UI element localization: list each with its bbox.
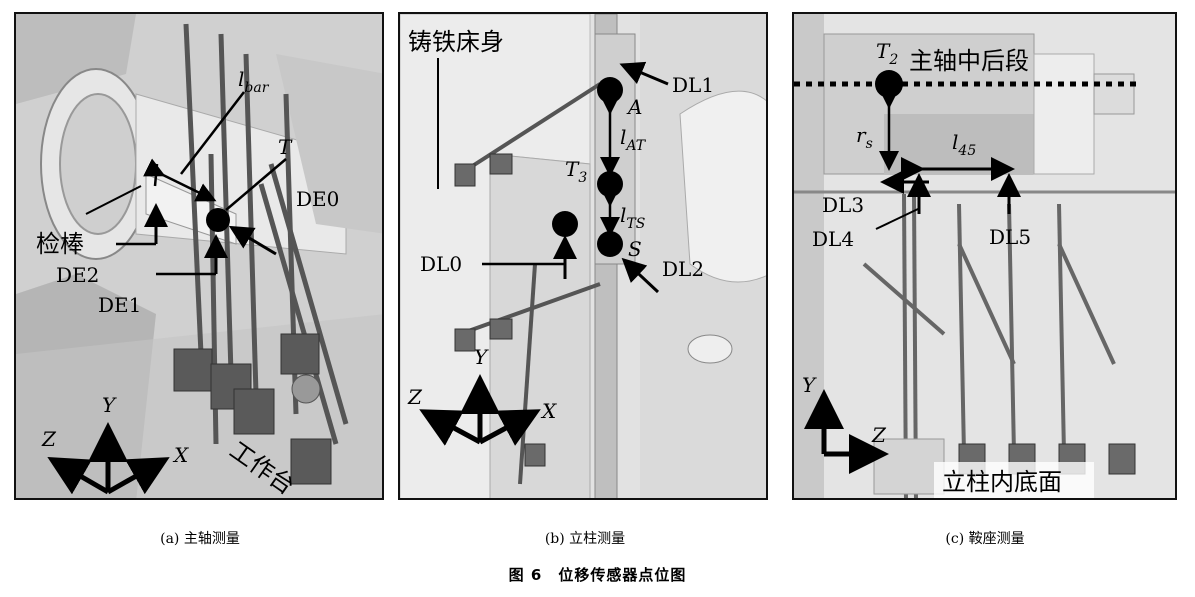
DL1-arrow <box>619 61 669 86</box>
sensor-blocks <box>454 153 546 467</box>
spindle-nose <box>1033 53 1095 175</box>
axis-x-label: X <box>540 399 557 423</box>
axis-z-label: Z <box>871 423 887 447</box>
point-S <box>597 231 623 257</box>
axes-c <box>804 389 889 474</box>
point-T2-label: T2 <box>876 39 898 68</box>
machine-housing-top <box>16 14 136 104</box>
inspection-bar-leader <box>85 185 142 215</box>
panel-column-measurement: 铸铁床身 A DL1 lAT T3 lTS S DL2 DL0 <box>398 12 768 500</box>
point-A-label: A <box>626 95 642 119</box>
axis-y-label: Y <box>474 345 489 369</box>
l-bar-dimension <box>143 158 217 202</box>
DE1-label: DE1 <box>98 293 141 317</box>
point-A <box>597 77 623 103</box>
DL2-label: DL2 <box>662 257 704 281</box>
sensor-DL0-point <box>552 211 578 237</box>
point-T-label: T <box>278 135 293 159</box>
panel-a-illustration: lbar T DE0 DE1 DE2 检棒 工作台 Y Z X <box>16 14 382 498</box>
l-bar-tick <box>153 163 159 187</box>
panel-c-illustration: T2 主轴中后段 rs l45 DL3 DL4 DL5 Y Z 立柱内底面 <box>794 14 1175 498</box>
magnetic-bases <box>173 333 332 485</box>
caption-a: (a) 主轴测量 <box>160 531 240 547</box>
DL1-label: DL1 <box>672 73 714 97</box>
DE0-arrow <box>228 225 277 256</box>
caption-c: (c) 鞍座测量 <box>945 531 1025 547</box>
machine-right <box>276 54 382 234</box>
DE2-label: DE2 <box>56 263 99 287</box>
l45-label: l45 <box>952 130 976 159</box>
column-floor-label-bg <box>934 462 1094 498</box>
DL3-label: DL3 <box>822 193 864 217</box>
DL4-leader <box>875 208 919 230</box>
caption-b: (b) 立柱测量 <box>544 531 626 547</box>
column-wall-left <box>794 14 824 498</box>
point-T <box>206 208 230 232</box>
DL0-label: DL0 <box>420 252 462 276</box>
column-floor-label: 立柱内底面 <box>942 468 1062 496</box>
spindle-head <box>679 90 766 283</box>
panel-b-illustration: 铸铁床身 A DL1 lAT T3 lTS S DL2 DL0 <box>400 14 766 498</box>
spindle-flange-inner <box>59 93 137 235</box>
axes-a <box>47 422 170 495</box>
r-s-label: rs <box>856 123 873 152</box>
spindle-tip <box>1093 73 1135 115</box>
cast-iron-bed-label: 铸铁床身 <box>408 28 504 56</box>
point-T3 <box>597 171 623 197</box>
axis-y-label: Y <box>802 373 817 397</box>
point-T3-label: T3 <box>565 157 587 186</box>
DL5-label: DL5 <box>989 225 1031 249</box>
saddle-block <box>873 438 945 495</box>
panel-saddle-measurement: T2 主轴中后段 rs l45 DL3 DL4 DL5 Y Z 立柱内底面 <box>792 12 1177 500</box>
spindle-rear-label: 主轴中后段 <box>909 47 1029 75</box>
l-TS-label: lTS <box>620 203 645 232</box>
sensor-rods <box>458 82 602 485</box>
point-T2 <box>875 70 903 98</box>
axis-y-label: Y <box>102 393 117 417</box>
axes-b <box>419 374 541 446</box>
ring-part <box>687 334 733 364</box>
axis-z-label: Z <box>41 427 57 451</box>
l-bar-label: lbar <box>238 67 270 96</box>
dial-base <box>291 374 321 404</box>
point-S-label: S <box>628 237 642 261</box>
panel-spindle-measurement: lbar T DE0 DE1 DE2 检棒 工作台 Y Z X <box>14 12 384 500</box>
T-leader <box>225 158 287 211</box>
DL2-arrow <box>621 257 660 294</box>
l-AT-label: lAT <box>620 125 647 154</box>
axis-z-label: Z <box>407 385 423 409</box>
inspection-bar-label: 检棒 <box>36 230 84 258</box>
DE0-label: DE0 <box>296 187 339 211</box>
DL4-label: DL4 <box>812 227 854 251</box>
figure-title: 图 6 位移传感器点位图 <box>508 566 687 584</box>
axis-x-label: X <box>172 443 189 467</box>
